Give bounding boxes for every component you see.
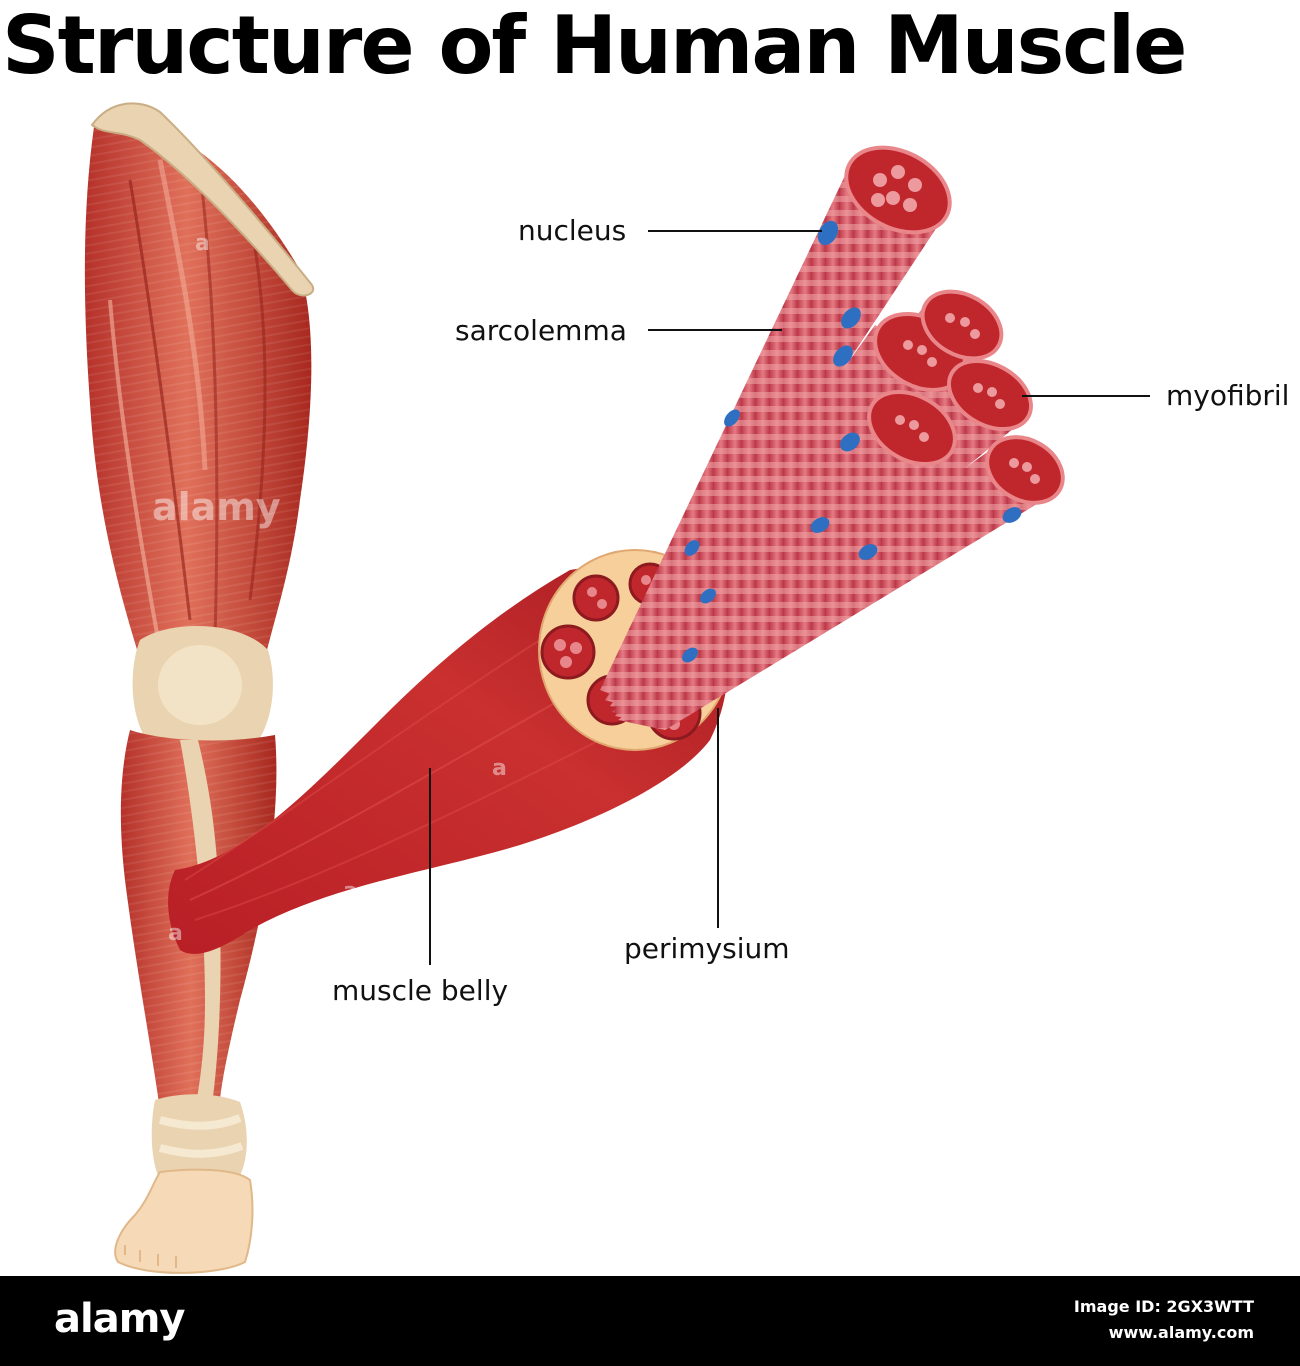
footer-bar: alamy Image ID: 2GX3WTT www.alamy.com [0, 1276, 1300, 1366]
fiber-end-caps [844, 145, 1065, 505]
page-title: Structure of Human Muscle [2, 0, 1187, 92]
ankle [151, 1094, 247, 1180]
foot [114, 1168, 254, 1274]
label-sarcolemma: sarcolemma [455, 314, 627, 347]
watermark-mark-3: a [343, 879, 358, 904]
footer-brand-logo: alamy [54, 1296, 185, 1342]
hip-tendon [90, 102, 315, 297]
leg-illustration [84, 102, 315, 1274]
watermark-brand: alamy [152, 485, 281, 529]
leader-lines [429, 230, 1150, 965]
footer-site: www.alamy.com [1108, 1323, 1254, 1342]
muscle-fibers [600, 145, 1065, 730]
footer-image-id: Image ID: 2GX3WTT [1073, 1297, 1254, 1316]
label-perimysium: perimysium [624, 932, 790, 965]
watermark-mark-1: a [195, 231, 210, 256]
label-nucleus: nucleus [518, 214, 626, 247]
watermark: alamy a a a a [152, 231, 507, 946]
nuclei [682, 220, 1022, 663]
muscle-diagram: nucleus sarcolemma myofibril perimysium … [84, 102, 1289, 1274]
label-myofibril: myofibril [1166, 379, 1289, 412]
footer-image-info: Image ID: 2GX3WTT www.alamy.com [1074, 1294, 1254, 1346]
label-muscle-belly: muscle belly [332, 974, 508, 1007]
watermark-mark-4: a [168, 921, 183, 946]
watermark-mark-2: a [492, 756, 507, 781]
